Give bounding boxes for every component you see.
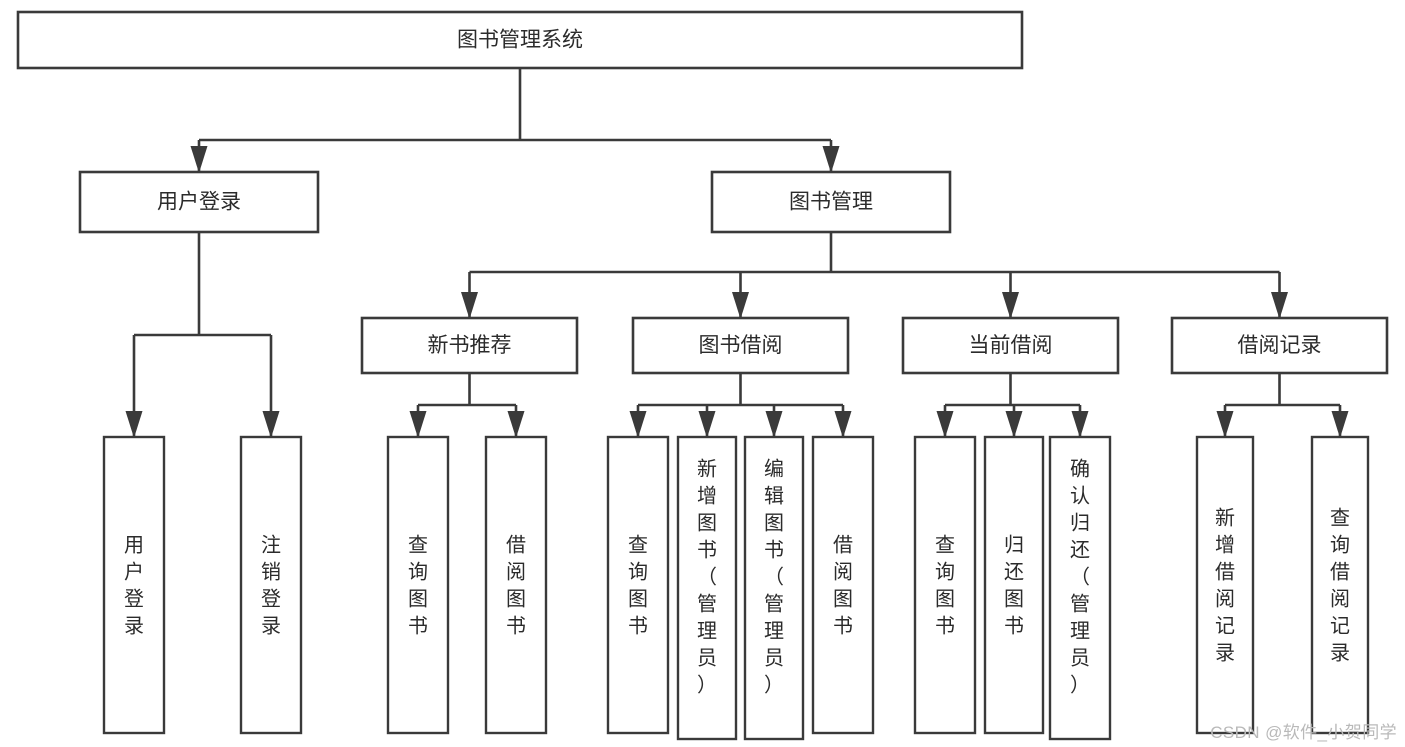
node-box-login <box>78 170 320 234</box>
node-label-l5: 查询图书 <box>628 534 648 638</box>
node-box-l2 <box>239 435 303 735</box>
edges-layer <box>125 68 1349 438</box>
arrow-head-l8 <box>834 411 852 438</box>
arrow-head-current <box>1002 292 1019 319</box>
node-root[interactable]: 图书管理系统 <box>16 10 1024 70</box>
node-l7[interactable]: 编辑图书（管理员） <box>743 435 805 741</box>
node-borrow[interactable]: 图书借阅 <box>631 316 850 375</box>
node-label-l11: 确认归还（管理员） <box>1070 458 1090 697</box>
node-l6[interactable]: 新增图书（管理员） <box>676 435 738 741</box>
arrow-head-l12 <box>1216 411 1234 438</box>
arrow-head-l2 <box>262 411 280 438</box>
nodes-layer: 图书管理系统用户登录图书管理新书推荐图书借阅当前借阅借阅记录用户登录注销登录查询… <box>16 10 1389 741</box>
node-l12[interactable]: 新增借阅记录 <box>1195 435 1255 735</box>
node-box-l7 <box>743 435 805 741</box>
node-label-l8: 借阅图书 <box>833 534 853 638</box>
node-l1[interactable]: 用户登录 <box>102 435 166 735</box>
node-label-l6: 新增图书（管理员） <box>697 458 717 697</box>
node-label-l4: 借阅图书 <box>506 534 526 638</box>
arrow-head-l4 <box>507 411 525 438</box>
node-login[interactable]: 用户登录 <box>78 170 320 234</box>
edge-group-records <box>1216 373 1349 438</box>
node-l5[interactable]: 查询图书 <box>606 435 670 735</box>
arrow-head-borrow <box>732 292 749 319</box>
edge-group-borrow <box>629 373 852 438</box>
node-box-l13 <box>1310 435 1370 735</box>
node-label-login: 用户登录 <box>157 191 241 214</box>
node-box-l10 <box>983 435 1045 735</box>
node-l2[interactable]: 注销登录 <box>239 435 303 735</box>
node-box-l5 <box>606 435 670 735</box>
node-label-l10: 归还图书 <box>1004 534 1024 638</box>
node-box-current <box>901 316 1120 375</box>
arrow-head-l11 <box>1071 411 1089 438</box>
node-l11[interactable]: 确认归还（管理员） <box>1048 435 1112 741</box>
watermark-text: CSDN @软件_小贺同学 <box>1210 723 1397 742</box>
node-l9[interactable]: 查询图书 <box>913 435 977 735</box>
node-label-l7: 编辑图书（管理员） <box>764 458 784 697</box>
node-l13[interactable]: 查询借阅记录 <box>1310 435 1370 735</box>
arrow-head-l1 <box>125 411 143 438</box>
arrow-head-l6 <box>698 411 716 438</box>
arrow-head-l13 <box>1331 411 1349 438</box>
node-box-l9 <box>913 435 977 735</box>
node-label-bookmgmt: 图书管理 <box>789 191 873 214</box>
node-label-l2: 注销登录 <box>261 534 281 638</box>
node-records[interactable]: 借阅记录 <box>1170 316 1389 375</box>
node-box-newbook <box>360 316 579 375</box>
node-box-records <box>1170 316 1389 375</box>
node-bookmgmt[interactable]: 图书管理 <box>710 170 952 234</box>
node-l10[interactable]: 归还图书 <box>983 435 1045 735</box>
node-label-records: 借阅记录 <box>1238 334 1322 357</box>
edge-group-newbook <box>409 373 525 438</box>
node-label-root: 图书管理系统 <box>457 29 583 52</box>
node-label-l12: 新增借阅记录 <box>1215 507 1235 665</box>
node-newbook[interactable]: 新书推荐 <box>360 316 579 375</box>
node-l8[interactable]: 借阅图书 <box>811 435 875 735</box>
node-label-l13: 查询借阅记录 <box>1330 507 1350 665</box>
node-label-l1: 用户登录 <box>124 535 144 638</box>
arrow-head-l10 <box>1005 411 1023 438</box>
node-box-root <box>16 10 1024 70</box>
edge-group-root <box>190 68 840 173</box>
node-l4[interactable]: 借阅图书 <box>484 435 548 735</box>
node-label-newbook: 新书推荐 <box>428 334 512 357</box>
arrow-head-bookmgmt <box>822 146 840 173</box>
edge-group-login <box>125 232 280 438</box>
arrow-head-l7 <box>765 411 783 438</box>
node-l3[interactable]: 查询图书 <box>386 435 450 735</box>
arrow-head-l5 <box>629 411 647 438</box>
node-box-l3 <box>386 435 450 735</box>
node-label-l9: 查询图书 <box>935 534 955 638</box>
node-box-l1 <box>102 435 166 735</box>
edge-group-current <box>936 373 1089 438</box>
node-box-l4 <box>484 435 548 735</box>
node-box-l8 <box>811 435 875 735</box>
node-current[interactable]: 当前借阅 <box>901 316 1120 375</box>
node-label-borrow: 图书借阅 <box>699 334 783 357</box>
arrow-head-l9 <box>936 411 954 438</box>
arrow-head-login <box>190 146 208 173</box>
node-label-current: 当前借阅 <box>969 334 1053 357</box>
node-box-borrow <box>631 316 850 375</box>
arrow-head-l3 <box>409 411 427 438</box>
node-box-l11 <box>1048 435 1112 741</box>
node-box-bookmgmt <box>710 170 952 234</box>
node-label-l3: 查询图书 <box>408 534 428 638</box>
edge-group-bookmgmt <box>461 232 1288 319</box>
node-box-l12 <box>1195 435 1255 735</box>
arrow-head-newbook <box>461 292 478 319</box>
arrow-head-records <box>1271 292 1288 319</box>
node-box-l6 <box>676 435 738 741</box>
